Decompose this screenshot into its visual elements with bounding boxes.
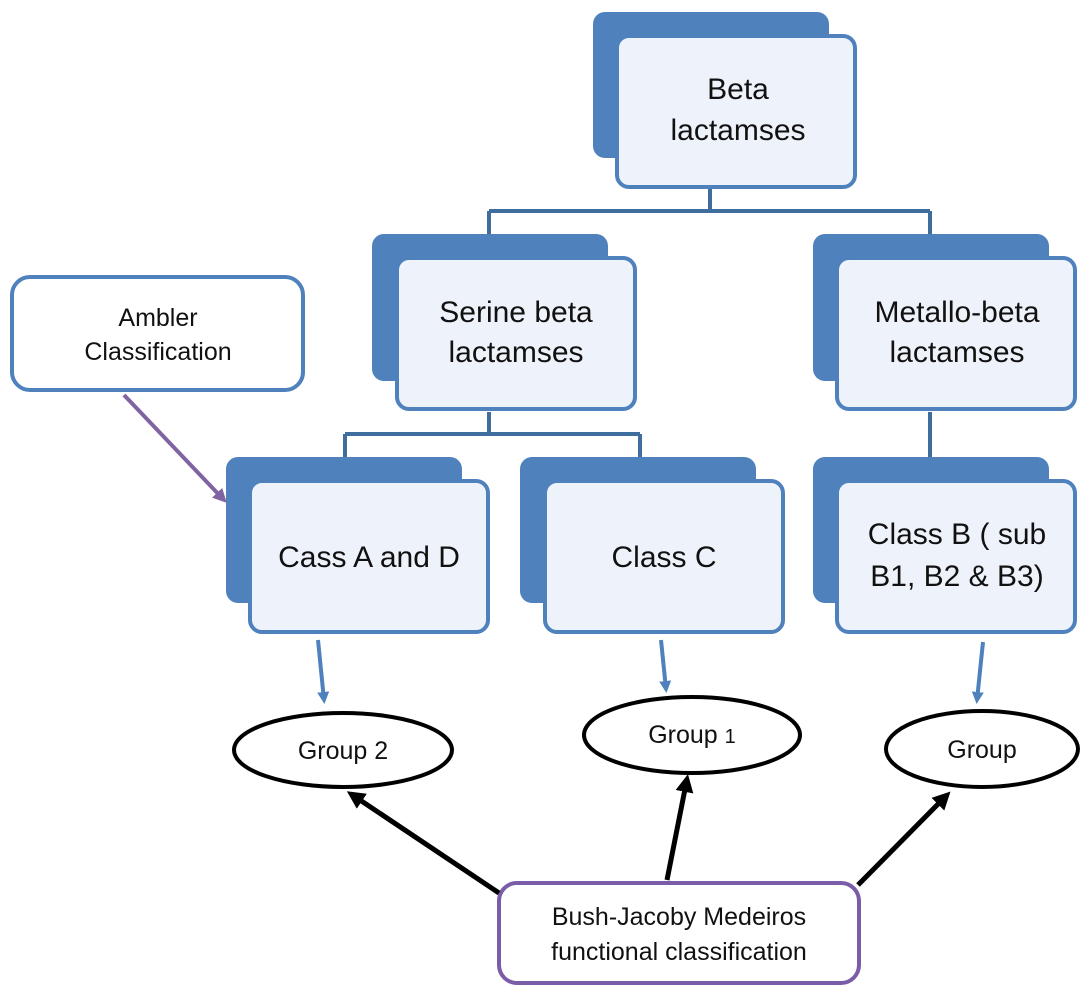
beta-to-children-connector bbox=[487, 187, 932, 239]
class-a-and-d-to-group-2-arrow bbox=[316, 639, 330, 704]
group-1-label: Group 1 bbox=[648, 721, 736, 749]
group-1-label-suffix: 1 bbox=[725, 726, 736, 748]
class-b-label-line1: Class B ( sub bbox=[868, 518, 1046, 551]
class-b-to-group-arrow bbox=[971, 641, 985, 704]
bush-jacoby-medeiros-box bbox=[497, 881, 861, 985]
metallo-beta-lactamses-label-line2: lactamses bbox=[889, 336, 1024, 369]
serine-beta-lactamses-label-line2: lactamses bbox=[448, 336, 583, 369]
group-oval-node: Group bbox=[884, 709, 1080, 789]
tree-connectors bbox=[343, 187, 932, 462]
ambler-classification-line1: Ambler bbox=[118, 304, 197, 332]
bush-to-group-1-arrow bbox=[664, 774, 694, 881]
beta-lactamses-node: Beta lactamses bbox=[593, 12, 857, 189]
serine-beta-lactamses-label-line1: Serine beta bbox=[439, 296, 593, 329]
bush-jacoby-medeiros-line1: Bush-Jacoby Medeiros bbox=[552, 903, 806, 931]
group-2-oval bbox=[232, 711, 454, 789]
serine-beta-lactamses-node: Serine beta lactamses bbox=[372, 234, 637, 411]
class-c-to-group-1-arrow bbox=[659, 639, 672, 693]
beta-lactamses-label-line1: Beta bbox=[707, 73, 769, 106]
class-b-box bbox=[835, 479, 1077, 634]
ambler-classification-box bbox=[10, 275, 305, 392]
metallo-beta-lactamses-label-line1: Metallo-beta bbox=[874, 296, 1039, 329]
class-to-group-arrows bbox=[316, 639, 985, 704]
class-a-and-d-node: Cass A and D bbox=[226, 457, 490, 634]
class-b-label-line2: B1, B2 & B3) bbox=[870, 560, 1043, 593]
bush-jacoby-medeiros-line2: functional classification bbox=[551, 938, 807, 966]
ambler-to-class-a-and-d-arrow bbox=[122, 393, 227, 503]
class-a-and-d-label: Cass A and D bbox=[278, 541, 460, 574]
beta-lactamses-box bbox=[615, 34, 857, 189]
class-c-box bbox=[543, 479, 785, 634]
metallo-beta-lactamses-node: Metallo-beta lactamses bbox=[813, 234, 1077, 411]
bush-to-group-arrow bbox=[856, 791, 951, 887]
metallo-beta-lactamses-box bbox=[835, 256, 1077, 411]
class-b-node: Class B ( sub B1, B2 & B3) bbox=[813, 457, 1077, 634]
group-1-oval bbox=[582, 695, 802, 775]
functional-classification-arrows bbox=[346, 774, 951, 896]
class-c-node: Class C bbox=[520, 457, 785, 634]
group-1-label-main: Group bbox=[648, 721, 724, 749]
bush-to-group-2-arrow bbox=[346, 791, 501, 896]
group-2-label: Group 2 bbox=[298, 737, 388, 765]
group-label: Group bbox=[947, 736, 1016, 764]
serine-beta-lactamses-box bbox=[395, 256, 637, 411]
group-oval bbox=[884, 709, 1080, 789]
serine-to-classes-connector bbox=[343, 412, 642, 462]
bush-jacoby-medeiros-callout: Bush-Jacoby Medeiros functional classifi… bbox=[497, 881, 861, 985]
ambler-classification-line2: Classification bbox=[84, 338, 231, 366]
class-a-and-d-box bbox=[248, 479, 490, 634]
ambler-classification-callout: Ambler Classification bbox=[10, 275, 305, 392]
class-c-label: Class C bbox=[611, 541, 716, 574]
group-1-oval-node: Group 1 bbox=[582, 695, 802, 775]
group-2-oval-node: Group 2 bbox=[232, 711, 454, 789]
beta-lactamses-label-line2: lactamses bbox=[670, 114, 805, 147]
